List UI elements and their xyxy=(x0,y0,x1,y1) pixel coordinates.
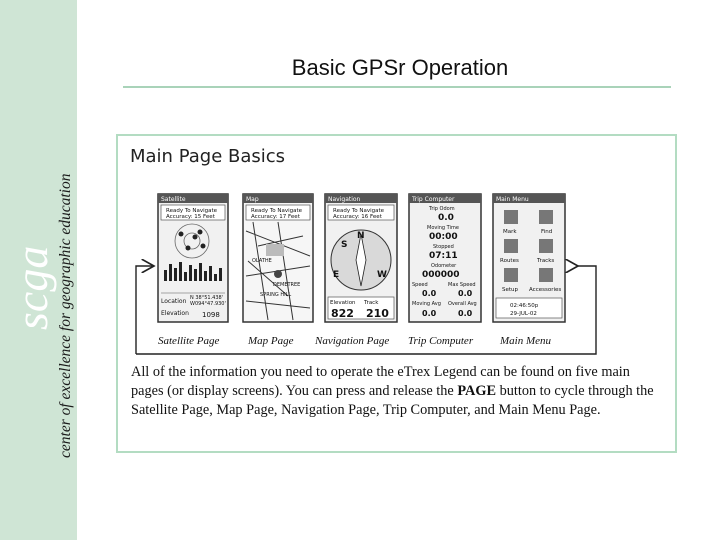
svg-text:Track: Track xyxy=(363,300,379,306)
svg-text:Find: Find xyxy=(541,229,552,235)
svg-text:E: E xyxy=(333,270,339,280)
svg-text:29-JUL-02: 29-JUL-02 xyxy=(510,311,537,317)
main-menu-screen: Main Menu Mark Find Routes Tracks Setup … xyxy=(492,193,566,347)
navigation-screen: Navigation Ready To Navigate Accuracy: 1… xyxy=(314,193,398,347)
caption-text-start: All of the information you need to opera… xyxy=(131,364,630,399)
sidebar: scga center of excellence for geographic… xyxy=(0,0,77,540)
svg-text:W: W xyxy=(377,270,387,280)
svg-text:N: N xyxy=(357,231,365,241)
svg-text:DEMETREE: DEMETREE xyxy=(273,282,300,288)
caption-text: All of the information you need to opera… xyxy=(131,363,663,420)
svg-text:Location: Location xyxy=(161,298,187,305)
svg-text:000000: 000000 xyxy=(422,270,460,280)
svg-text:Satellite Page: Satellite Page xyxy=(158,335,220,347)
svg-text:Ready To Navigate: Ready To Navigate xyxy=(251,208,303,214)
svg-text:Satellite: Satellite xyxy=(161,196,186,203)
svg-text:210: 210 xyxy=(366,307,389,320)
svg-text:Accuracy: 15 Feet: Accuracy: 15 Feet xyxy=(166,214,216,220)
svg-text:W094°47.930': W094°47.930' xyxy=(190,301,226,307)
svg-text:07:11: 07:11 xyxy=(429,251,458,261)
svg-text:Overall Avg: Overall Avg xyxy=(448,301,477,307)
svg-text:Main Menu: Main Menu xyxy=(499,335,552,347)
svg-text:Map: Map xyxy=(246,196,259,203)
svg-text:OLATHE: OLATHE xyxy=(252,258,272,264)
svg-text:Navigation: Navigation xyxy=(328,196,361,203)
satellite-screen: Satellite Ready To Navigate Accuracy: 15… xyxy=(157,193,229,347)
cycle-line xyxy=(136,266,597,355)
svg-text:0.0: 0.0 xyxy=(422,309,437,318)
sidebar-tagline: center of excellence for geographic educ… xyxy=(57,173,74,458)
map-screen: Map Ready To Navigate Accuracy: 17 Feet … xyxy=(242,193,314,347)
sidebar-logo: scga xyxy=(6,246,57,330)
svg-text:0.0: 0.0 xyxy=(458,309,473,318)
svg-text:Moving Avg: Moving Avg xyxy=(412,301,441,307)
svg-text:0.0: 0.0 xyxy=(422,289,437,298)
svg-text:Trip Computer: Trip Computer xyxy=(411,196,455,203)
svg-text:Elevation: Elevation xyxy=(161,310,189,317)
svg-text:Ready To Navigate: Ready To Navigate xyxy=(333,208,385,214)
svg-text:Accuracy: 17 Feet: Accuracy: 17 Feet xyxy=(251,214,301,220)
svg-text:02:46:50p: 02:46:50p xyxy=(510,303,539,309)
svg-text:Accessories: Accessories xyxy=(529,287,561,293)
svg-text:Mark: Mark xyxy=(503,229,517,235)
svg-text:Main Menu: Main Menu xyxy=(496,196,529,203)
svg-text:822: 822 xyxy=(331,307,354,320)
svg-text:0.0: 0.0 xyxy=(458,289,473,298)
svg-text:Tracks: Tracks xyxy=(536,258,554,264)
caption-text-end: button to cycle through the Satellite Pa… xyxy=(131,383,654,418)
svg-text:00:00: 00:00 xyxy=(429,232,458,242)
page-button-name: PAGE xyxy=(457,383,496,399)
svg-text:S: S xyxy=(341,240,347,250)
svg-text:SPRING HILL: SPRING HILL xyxy=(260,292,291,298)
title-divider xyxy=(123,86,671,88)
svg-text:1098: 1098 xyxy=(202,311,220,319)
svg-text:Routes: Routes xyxy=(500,258,519,264)
svg-text:Trip Odom: Trip Odom xyxy=(428,206,455,212)
svg-text:Moving Time: Moving Time xyxy=(427,225,459,231)
svg-text:Accuracy: 16 Feet: Accuracy: 16 Feet xyxy=(333,214,383,220)
panel-heading: Main Page Basics xyxy=(130,146,286,167)
content-panel: Main Page Basics Satellite Ready To Navi… xyxy=(116,134,677,453)
svg-text:Ready To Navigate: Ready To Navigate xyxy=(166,208,218,214)
cycle-arrow xyxy=(135,266,154,354)
sidebar-branding: scga center of excellence for geographic… xyxy=(6,173,74,458)
svg-text:Elevation: Elevation xyxy=(330,300,356,306)
svg-text:N 38°51.438': N 38°51.438' xyxy=(190,295,223,301)
svg-text:Odometer: Odometer xyxy=(431,263,457,269)
svg-text:Map Page: Map Page xyxy=(247,335,294,347)
svg-text:Speed: Speed xyxy=(412,282,428,288)
svg-text:Stopped: Stopped xyxy=(433,244,454,250)
svg-text:Navigation Page: Navigation Page xyxy=(314,335,389,347)
svg-text:0.0: 0.0 xyxy=(438,213,454,223)
gps-screens-illustration: Satellite Ready To Navigate Accuracy: 15… xyxy=(135,193,597,355)
svg-text:Max Speed: Max Speed xyxy=(448,282,476,288)
page-title: Basic GPSr Operation xyxy=(291,55,509,80)
trip-computer-screen: Trip Computer Trip Odom 0.0 Moving Time … xyxy=(408,193,482,347)
svg-text:Setup: Setup xyxy=(502,287,519,293)
svg-text:Trip Computer: Trip Computer xyxy=(408,335,474,347)
